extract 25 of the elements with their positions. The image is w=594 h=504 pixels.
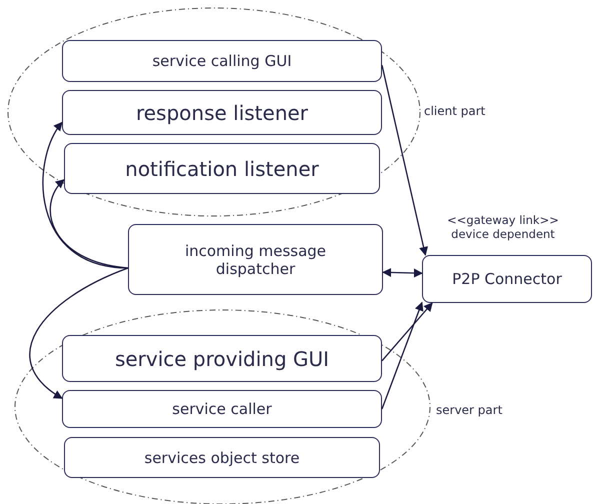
component-label: service caller: [172, 400, 272, 418]
component-label: service calling GUI: [152, 52, 292, 70]
arrow: [381, 302, 424, 410]
component-label: service providing GUI: [114, 346, 330, 370]
arrow: [381, 65, 428, 256]
component-box: [62, 390, 382, 428]
component-box: [62, 335, 382, 382]
arrow: [382, 268, 423, 278]
component-label: notification listener: [125, 156, 319, 180]
component-label: incoming message dispatcher: [184, 242, 328, 278]
group-label: client part: [424, 104, 486, 118]
component-label: services object store: [144, 448, 300, 466]
arrow: [382, 302, 433, 362]
component-box: [128, 224, 383, 295]
component-box: [62, 40, 382, 82]
component-label: P2P Connector: [452, 270, 562, 288]
group-label: server part: [436, 403, 502, 417]
component-label: response listener: [136, 100, 308, 124]
component-box: [64, 437, 380, 478]
stereotype-note: <<gateway link>>: [446, 213, 560, 227]
component-box: [64, 143, 380, 194]
stereotype-note: device dependent: [450, 227, 556, 241]
arrow: [29, 267, 128, 399]
component-box: [62, 90, 382, 135]
arrow: [50, 179, 128, 269]
